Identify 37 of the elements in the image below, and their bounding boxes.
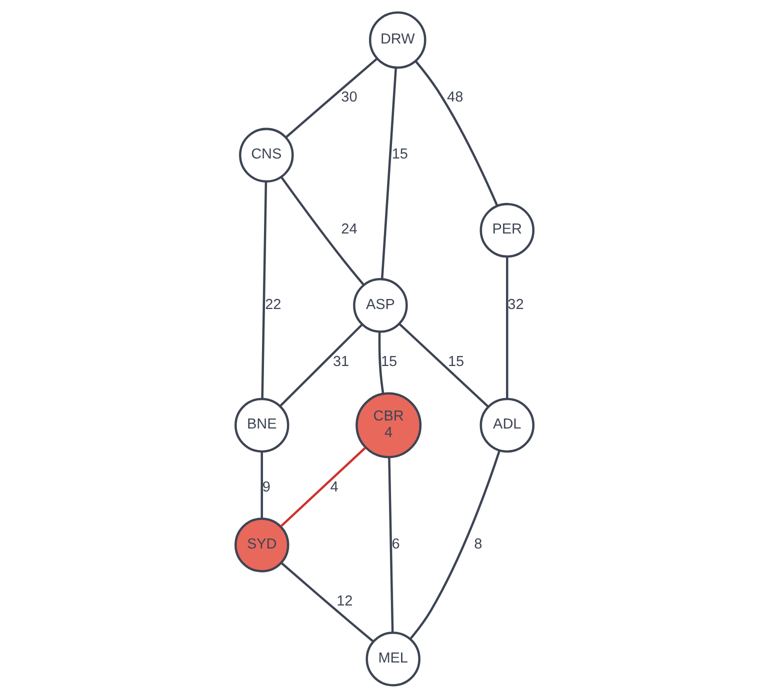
connector — [408, 450, 500, 640]
connector — [378, 332, 384, 394]
connector — [279, 324, 362, 407]
connector — [280, 176, 364, 286]
edge-label: 6 — [391, 536, 400, 552]
edge-label: 31 — [332, 354, 349, 370]
node-circle: SYD — [234, 518, 289, 572]
edge-label: 8 — [474, 536, 482, 552]
edge-label: 30 — [340, 90, 357, 106]
connector — [380, 67, 397, 280]
edge-label: 12 — [336, 593, 352, 610]
node-circle: ADL — [479, 398, 534, 453]
node-circle: CBR 4 — [355, 392, 422, 458]
edge-label: 22 — [264, 296, 281, 313]
connector — [414, 60, 498, 206]
edge-label: 32 — [507, 296, 524, 313]
connector — [260, 182, 267, 399]
connector — [398, 323, 488, 408]
edge-label: 48 — [446, 90, 463, 106]
connector — [280, 562, 374, 642]
connector — [280, 446, 366, 528]
edge-label: 15 — [447, 354, 464, 370]
connector — [284, 58, 378, 138]
connector — [506, 256, 508, 399]
edge-label: 24 — [340, 222, 357, 238]
connector — [388, 457, 394, 633]
node-circle: BNE — [234, 398, 289, 453]
node-circle: PER — [479, 202, 534, 258]
node-circle: ASP — [352, 278, 408, 333]
edge-label: 4 — [330, 479, 338, 496]
node-circle: CNS — [238, 128, 294, 183]
connector — [260, 452, 262, 519]
edge-label: 9 — [262, 479, 270, 496]
node-circle: MEL — [365, 632, 420, 686]
edge-label: 15 — [391, 146, 408, 163]
node-circle: DRW — [368, 11, 426, 69]
edge-label: 15 — [380, 354, 397, 370]
